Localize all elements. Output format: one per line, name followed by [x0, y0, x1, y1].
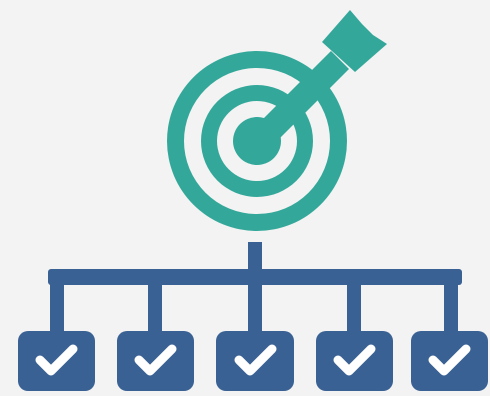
task-box-4	[316, 331, 393, 391]
connector-drop-5	[444, 277, 458, 337]
task-box-3	[216, 331, 294, 391]
arrow-fletching	[322, 10, 387, 72]
connector-drop-4	[347, 277, 361, 337]
connector-drop-1	[50, 277, 64, 337]
task-box-5	[411, 331, 488, 391]
task-box-2	[117, 331, 194, 391]
check-icon	[134, 344, 177, 376]
connector-drop-3	[248, 277, 262, 337]
task-box-1	[18, 331, 95, 391]
check-icon	[35, 344, 78, 376]
connector-drop-2	[148, 277, 162, 337]
arrow-icon	[250, 10, 387, 150]
check-icon	[333, 344, 376, 376]
check-icon	[234, 344, 277, 376]
arrow-shaft	[250, 51, 349, 150]
org-chart-icon	[48, 242, 462, 337]
check-icon	[428, 344, 471, 376]
